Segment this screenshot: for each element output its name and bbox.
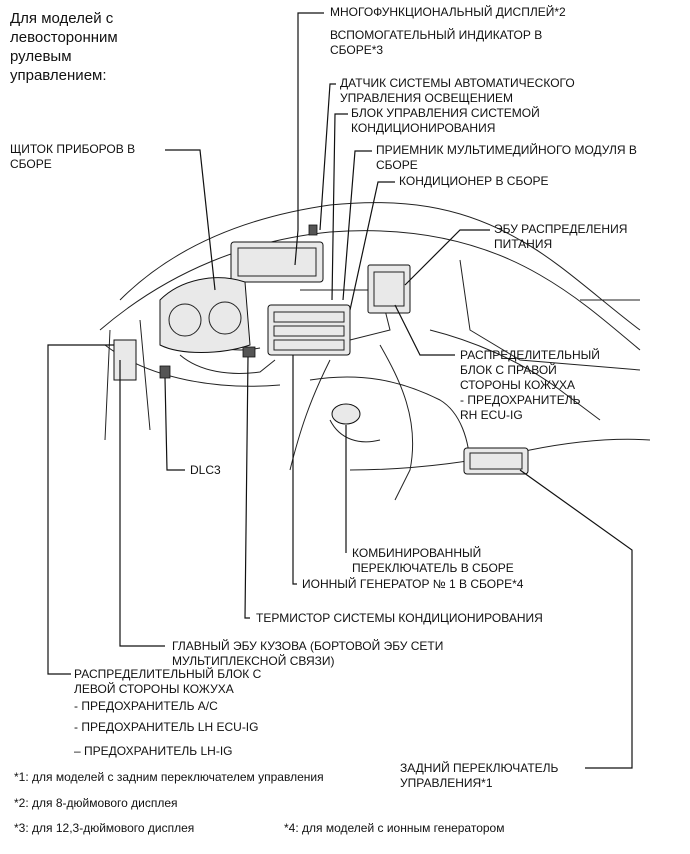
media-receiver-label: ПРИЕМНИК МУЛЬТИМЕДИЙНОГО МОДУЛЯ В СБОРЕ [376, 143, 637, 173]
label-text: БЛОК С ПРАВОЙ [460, 363, 557, 377]
title-line: Для моделей с [10, 10, 114, 27]
power-ecu-label: ЭБУ РАСПРЕДЕЛЕНИЯ ПИТАНИЯ [494, 222, 627, 252]
lh-fuse-ac-label: - ПРЕДОХРАНИТЕЛЬ A/C [74, 699, 218, 714]
label-text: КОНДИЦИОНИРОВАНИЯ [351, 121, 496, 135]
title-line: рулевым [10, 48, 72, 65]
label-text: СТОРОНЫ КОЖУХА [460, 378, 575, 392]
rear-switch-label: ЗАДНИЙ ПЕРЕКЛЮЧАТЕЛЬ УПРАВЛЕНИЯ*1 [400, 761, 558, 791]
label-text: ТЕРМИСТОР СИСТЕМЫ КОНДИЦИОНИРОВАНИЯ [256, 611, 543, 625]
title-line: левосторонним [10, 29, 118, 46]
footnote-text: *2: для 8-дюймового дисплея [14, 796, 178, 810]
footnote-2: *2: для 8-дюймового дисплея [14, 796, 178, 811]
label-text: DLC3 [190, 463, 221, 477]
ac-thermistor-label: ТЕРМИСТОР СИСТЕМЫ КОНДИЦИОНИРОВАНИЯ [256, 611, 543, 626]
combo-switch-label: КОМБИНИРОВАННЫЙ ПЕРЕКЛЮЧАТЕЛЬ В СБОРЕ [352, 546, 514, 576]
main-body-ecu-label: ГЛАВНЫЙ ЭБУ КУЗОВА (БОРТОВОЙ ЭБУ СЕТИ МУ… [172, 639, 443, 669]
footnote-text: *4: для моделей с ионным генератором [284, 821, 505, 835]
footnote-3: *3: для 12,3-дюймового дисплея [14, 821, 194, 836]
label-text: ДАТЧИК СИСТЕМЫ АВТОМАТИЧЕСКОГО [340, 76, 575, 90]
footnote-1: *1: для моделей с задним переключателем … [14, 770, 324, 785]
dlc3-label: DLC3 [190, 463, 221, 478]
label-text: СБОРЕ [10, 157, 52, 171]
instrument-panel-label: ЩИТОК ПРИБОРОВ В СБОРЕ [10, 142, 135, 172]
label-text: - ПРЕДОХРАНИТЕЛЬ A/C [74, 699, 218, 713]
label-text: МНОГОФУНКЦИОНАЛЬНЫЙ ДИСПЛЕЙ*2 [330, 5, 566, 19]
label-text: ВСПОМОГАТЕЛЬНЫЙ ИНДИКАТОР В [330, 28, 543, 42]
label-text: RH ECU-IG [460, 408, 523, 422]
label-text: МУЛЬТИПЛЕКСНОЙ СВЯЗИ) [172, 654, 335, 668]
label-text: - ПРЕДОХРАНИТЕЛЬ [460, 393, 581, 407]
label-text: ГЛАВНЫЙ ЭБУ КУЗОВА (БОРТОВОЙ ЭБУ СЕТИ [172, 639, 444, 653]
label-text: СБОРЕ*3 [330, 43, 384, 57]
footnote-text: *3: для 12,3-дюймового дисплея [14, 821, 195, 835]
label-text: ПИТАНИЯ [494, 237, 553, 251]
label-text: УПРАВЛЕНИЯ ОСВЕЩЕНИЕМ [340, 91, 514, 105]
label-text: ПЕРЕКЛЮЧАТЕЛЬ В СБОРЕ [352, 561, 514, 575]
ac-assembly-label: КОНДИЦИОНЕР В СБОРЕ [399, 174, 549, 189]
label-text: ЗАДНИЙ ПЕРЕКЛЮЧАТЕЛЬ [400, 761, 559, 775]
lh-fuse-lh-ig-label: – ПРЕДОХРАНИТЕЛЬ LH-IG [74, 744, 232, 759]
label-text: – ПРЕДОХРАНИТЕЛЬ LH-IG [74, 744, 233, 758]
aux-indicator-label: ВСПОМОГАТЕЛЬНЫЙ ИНДИКАТОР В СБОРЕ*3 [330, 28, 542, 58]
label-text: КОНДИЦИОНЕР В СБОРЕ [399, 174, 549, 188]
ac-control-label: БЛОК УПРАВЛЕНИЯ СИСТЕМОЙ КОНДИЦИОНИРОВАН… [351, 106, 540, 136]
label-text: ПРИЕМНИК МУЛЬТИМЕДИЙНОГО МОДУЛЯ В [376, 143, 637, 157]
title-line: управлением: [10, 67, 107, 84]
label-text: ЛЕВОЙ СТОРОНЫ КОЖУХА [74, 682, 234, 696]
label-text: - ПРЕДОХРАНИТЕЛЬ LH ECU-IG [74, 720, 259, 734]
footnote-text: *1: для моделей с задним переключателем … [14, 770, 324, 784]
diagram-title: Для моделей с левосторонним рулевым упра… [10, 9, 118, 85]
multi-display-label: МНОГОФУНКЦИОНАЛЬНЫЙ ДИСПЛЕЙ*2 [330, 5, 566, 20]
footnote-4: *4: для моделей с ионным генератором [284, 821, 504, 836]
label-text: ЩИТОК ПРИБОРОВ В [10, 142, 136, 156]
ion-generator-label: ИОННЫЙ ГЕНЕРАТОР № 1 В СБОРЕ*4 [302, 577, 523, 592]
lh-fuse-ecu-ig-label: - ПРЕДОХРАНИТЕЛЬ LH ECU-IG [74, 720, 258, 735]
label-text: КОМБИНИРОВАННЫЙ [352, 546, 482, 560]
label-text: РАСПРЕДЕЛИТЕЛЬНЫЙ БЛОК С [74, 667, 262, 681]
label-text: ИОННЫЙ ГЕНЕРАТОР № 1 В СБОРЕ*4 [302, 577, 524, 591]
label-text: РАСПРЕДЕЛИТЕЛЬНЫЙ [460, 348, 600, 362]
label-text: ЭБУ РАСПРЕДЕЛЕНИЯ [494, 222, 628, 236]
rh-junction-label: РАСПРЕДЕЛИТЕЛЬНЫЙ БЛОК С ПРАВОЙ СТОРОНЫ … [460, 348, 600, 423]
label-text: СБОРЕ [376, 158, 418, 172]
label-text: УПРАВЛЕНИЯ*1 [400, 776, 493, 790]
lh-junction-label: РАСПРЕДЕЛИТЕЛЬНЫЙ БЛОК С ЛЕВОЙ СТОРОНЫ К… [74, 667, 261, 697]
light-sensor-label: ДАТЧИК СИСТЕМЫ АВТОМАТИЧЕСКОГО УПРАВЛЕНИ… [340, 76, 575, 106]
label-text: БЛОК УПРАВЛЕНИЯ СИСТЕМОЙ [351, 106, 540, 120]
